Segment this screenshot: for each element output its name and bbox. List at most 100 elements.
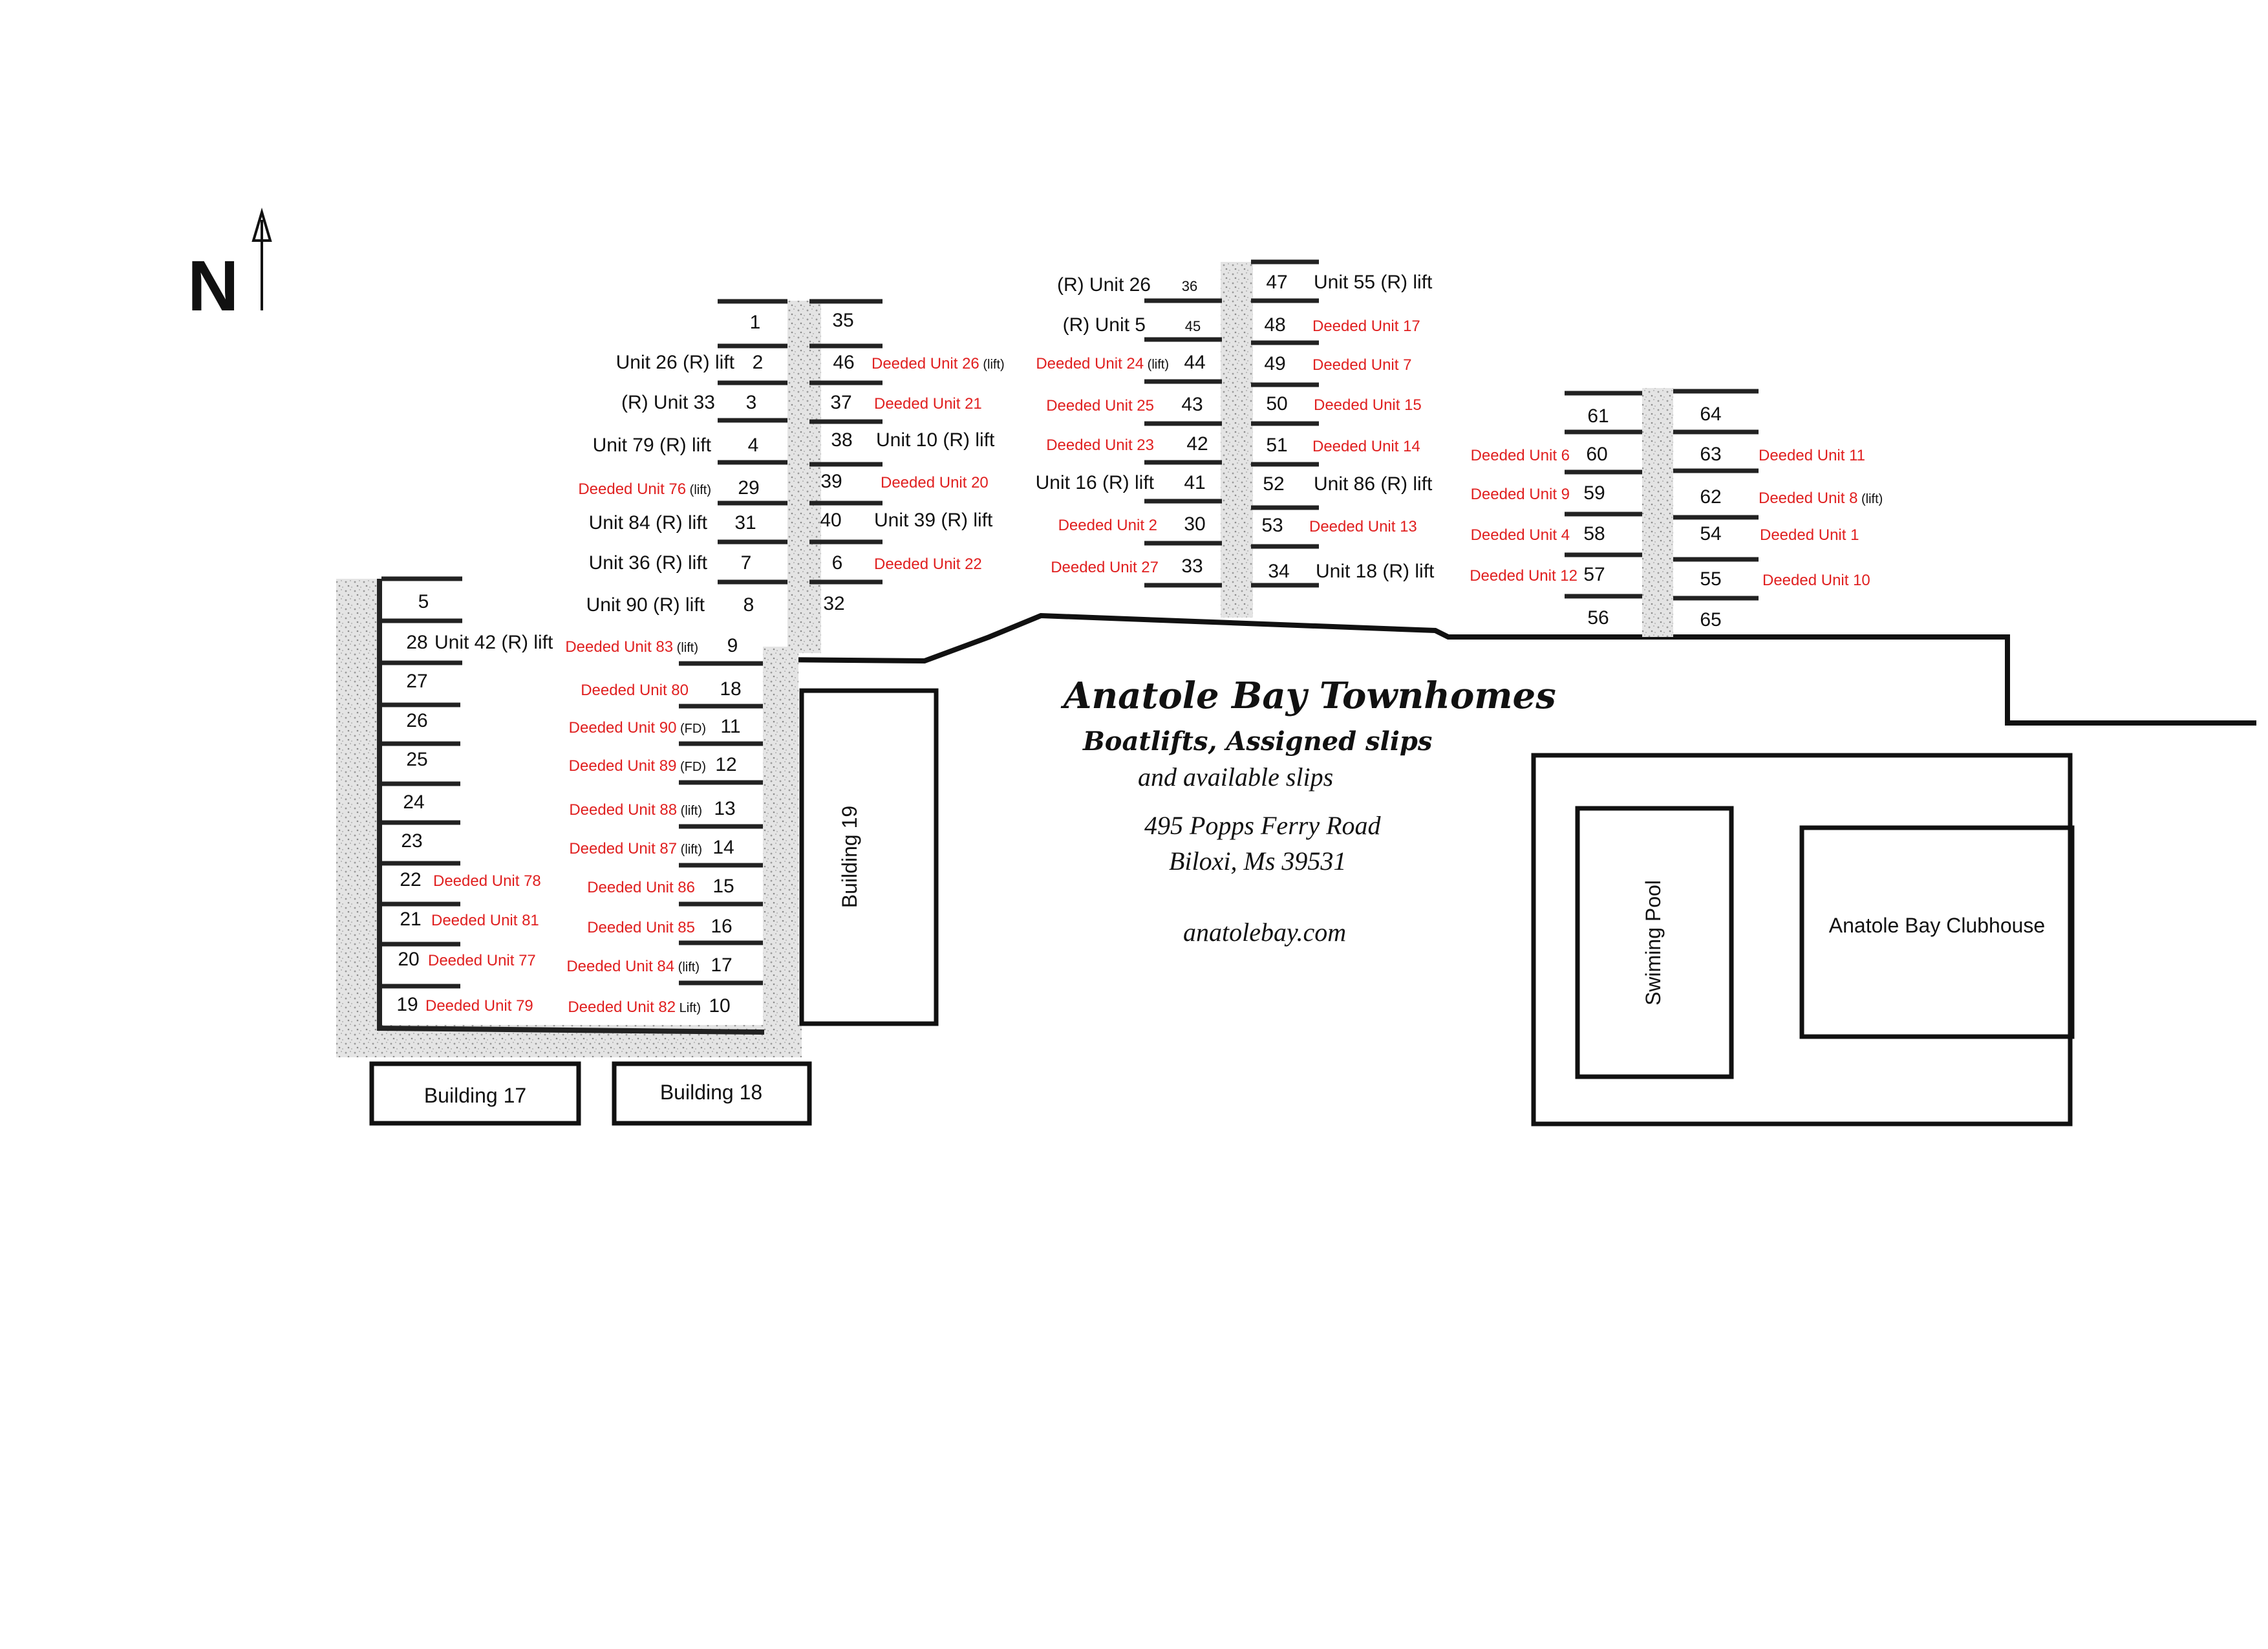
slip-number: 63: [1700, 444, 1721, 465]
assigned-unit-label: Unit 42 (R) lift: [434, 632, 553, 653]
slip-number: 32: [823, 593, 844, 614]
deeded-unit-label: Deeded Unit 14: [1312, 438, 1420, 455]
slip-number: 57: [1583, 564, 1605, 585]
slip-dividers: [381, 259, 1759, 989]
deeded-unit-label: Deeded Unit 88 (lift): [569, 801, 702, 819]
slip-number: 54: [1700, 523, 1721, 544]
slip-number: 10: [709, 995, 730, 1017]
slip-number: 40: [820, 510, 841, 531]
slip-35: 35: [832, 310, 853, 331]
north-arrow: N: [187, 207, 272, 326]
slip-tag: (lift): [677, 804, 702, 818]
slip-number: 62: [1700, 486, 1721, 508]
slip-tag: (lift): [1857, 492, 1883, 506]
deeded-unit-label: Deeded Unit 84 (lift): [566, 958, 700, 975]
north-label: N: [187, 246, 239, 326]
slip-number: 43: [1181, 394, 1203, 415]
page-subtitle-2: and available slips: [1138, 762, 1333, 792]
slip-number: 58: [1583, 523, 1605, 544]
central-dock-connector: [763, 647, 798, 1035]
slip-number: 7: [741, 552, 752, 574]
deeded-unit-label: Deeded Unit 25: [1046, 397, 1154, 415]
deeded-unit-label: Deeded Unit 10: [1762, 572, 1870, 589]
building-18-outline: [612, 1061, 812, 1126]
slip-number: 6: [832, 552, 843, 574]
slip-tag: (lift): [1144, 358, 1169, 372]
slip-number: 51: [1266, 435, 1287, 456]
deeded-unit-label: Deeded Unit 4: [1471, 526, 1570, 544]
slip-3: 3(R) Unit 33: [621, 392, 756, 413]
deeded-unit-label: Deeded Unit 9: [1471, 486, 1570, 503]
deeded-unit-label: Deeded Unit 77: [428, 952, 536, 969]
clubhouse-label: Anatole Bay Clubhouse: [1829, 914, 2045, 937]
slip-number: 3: [746, 392, 757, 413]
slip-number: 48: [1264, 314, 1285, 336]
slip-number: 12: [715, 754, 736, 775]
deeded-unit-label: Deeded Unit 27: [1051, 559, 1159, 576]
deeded-unit-label: Deeded Unit 83 (lift): [565, 638, 698, 656]
assigned-unit-label: Unit 10 (R) lift: [876, 429, 995, 451]
buildings: Building 19 Building 17 Building 18 Swim…: [369, 688, 2075, 1126]
slip-number: 60: [1586, 444, 1607, 465]
slip-24: 24: [403, 792, 424, 813]
slip-number: 5: [418, 591, 429, 612]
building-17-outline: [369, 1061, 581, 1126]
building-18-label: Building 18: [660, 1081, 762, 1104]
slip-number: 15: [712, 876, 734, 897]
deeded-unit-label: Deeded Unit 26 (lift): [872, 355, 1005, 372]
slip-number: 24: [403, 792, 424, 813]
deeded-unit-label: Deeded Unit 90 (FD): [569, 719, 706, 737]
slip-26: 26: [406, 710, 427, 731]
page-title: Anatole Bay Townhomes: [1060, 674, 1556, 717]
slip-56: 56: [1587, 607, 1609, 629]
deeded-unit-label: Deeded Unit 78: [433, 872, 541, 890]
slip-number: 16: [711, 916, 732, 937]
clubhouse-outline: [1799, 825, 2075, 1039]
north-dock-a-walkway: [787, 301, 821, 653]
deeded-unit-label: Deeded Unit 79: [425, 997, 533, 1015]
slip-number: 65: [1700, 609, 1721, 630]
building-19-label: Building 19: [838, 806, 861, 908]
slip-number: 18: [720, 678, 741, 700]
assigned-unit-label: Unit 86 (R) lift: [1314, 473, 1433, 495]
slip-5: 5: [418, 591, 429, 612]
slip-number: 52: [1263, 473, 1284, 495]
slip-21: 21 Deeded Unit 81: [400, 909, 539, 930]
assigned-unit-label: (R) Unit 26: [1057, 274, 1151, 296]
assigned-unit-label: Unit 26 (R) lift: [616, 352, 735, 373]
slip-51: 51 Deeded Unit 14: [1266, 435, 1420, 456]
slip-number: 13: [714, 798, 735, 819]
slip-number: 14: [712, 837, 734, 858]
slip-45: 45(R) Unit 5: [1063, 314, 1201, 336]
slip-tag: Lift): [676, 1001, 701, 1015]
website-link[interactable]: anatolebay.com: [1183, 918, 1346, 947]
deeded-unit-label: Deeded Unit 81: [431, 912, 539, 929]
slip-number: 55: [1700, 568, 1721, 590]
slip-number: 53: [1261, 515, 1283, 536]
slip-number: 41: [1184, 472, 1205, 493]
slip-number: 34: [1268, 561, 1289, 582]
slip-13: 13 Deeded Unit 88 (lift): [569, 798, 735, 819]
deeded-unit-label: Deeded Unit 13: [1309, 518, 1417, 535]
slip-number: 29: [738, 477, 759, 499]
slip-number: 25: [406, 749, 427, 770]
slip-number: 38: [831, 429, 852, 451]
west-dock-walkway: [336, 579, 381, 1051]
slip-number: 21: [400, 909, 421, 930]
